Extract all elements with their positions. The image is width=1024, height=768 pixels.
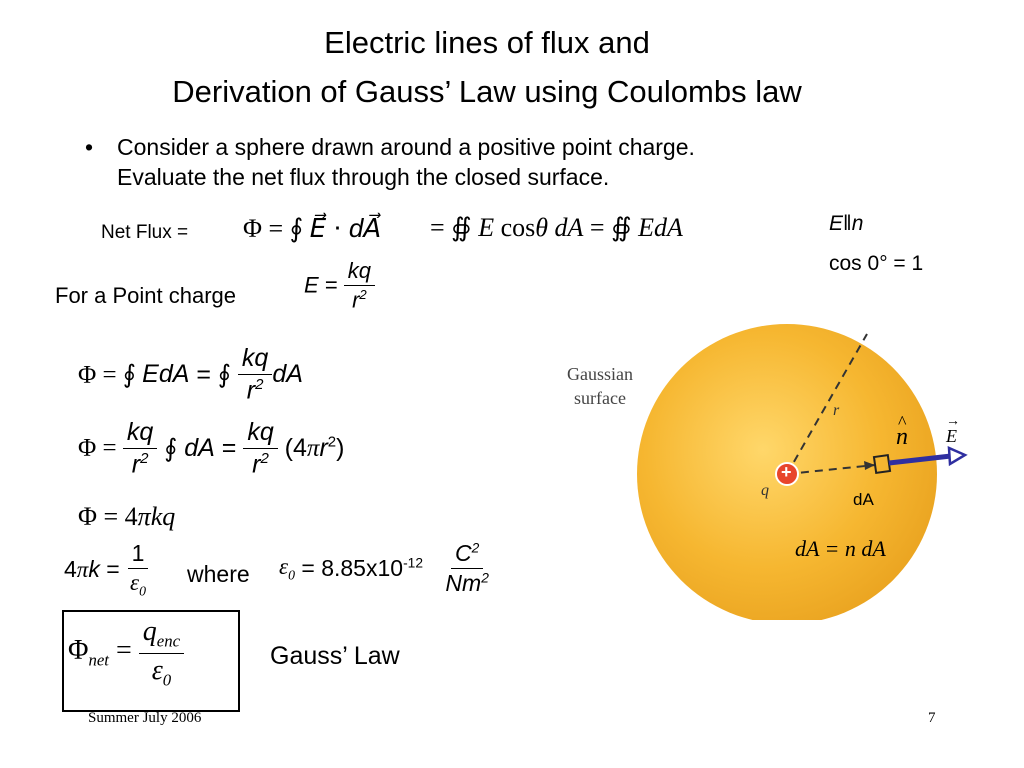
- epsilon-value: 8.85x10: [321, 555, 404, 581]
- normal-hat-icon: ^: [898, 412, 907, 432]
- slide-title-line1: Electric lines of flux and: [324, 25, 650, 60]
- point-charge-label: For a Point charge: [55, 283, 236, 308]
- gaussian-label-line1: Gaussian: [567, 364, 633, 384]
- normal-vector-label: ^n: [896, 412, 908, 450]
- gaussian-label-line2: surface: [574, 388, 626, 408]
- e-parallel-n: E‖n: [829, 212, 864, 235]
- slide-title-line2: Derivation of Gauss’ Law using Coulombs …: [172, 74, 802, 109]
- n-vector-arrowhead: [864, 461, 875, 470]
- bullet-text-line2: Evaluate the net flux through the closed…: [117, 164, 610, 190]
- e-field-label: →E: [946, 414, 960, 446]
- gauss-law-box: [62, 610, 240, 712]
- net-flux-equation-cos: = ∯ E cosθ dA = ∯ EdA: [430, 213, 683, 242]
- footer-date: Summer July 2006: [88, 710, 202, 726]
- gauss-law-label: Gauss’ Law: [270, 642, 400, 670]
- gaussian-sphere-figure: [637, 324, 968, 620]
- area-element: [872, 453, 892, 475]
- charge-plus-sign: +: [781, 462, 792, 482]
- radius-label: r: [833, 402, 840, 419]
- point-charge: [775, 462, 799, 486]
- page-number: 7: [928, 710, 936, 726]
- epsilon-exponent: -12: [403, 555, 424, 571]
- net-flux-label: Net Flux =: [101, 222, 189, 243]
- cos-zero-equals-one: cos 0° = 1: [829, 252, 924, 275]
- net-flux-equation: Φ = ∮ E⃗ ⋅ dA⃗: [243, 213, 382, 243]
- e-field-arrow: [888, 453, 952, 466]
- bullet-marker: •: [85, 134, 94, 160]
- area-vector-equation: dA = n dA: [795, 536, 886, 561]
- vector-arrow-icon: →: [946, 414, 960, 429]
- area-element-label: dA: [853, 490, 874, 509]
- charge-label-q: q: [761, 482, 769, 499]
- bullet-text-line1: Consider a sphere drawn around a positiv…: [117, 134, 695, 160]
- where-label: where: [187, 561, 250, 587]
- charge-to-surface-line: [786, 464, 876, 475]
- flux-equation-result: Φ = 4πkq: [78, 502, 176, 531]
- e-field-arrowhead: [947, 446, 968, 467]
